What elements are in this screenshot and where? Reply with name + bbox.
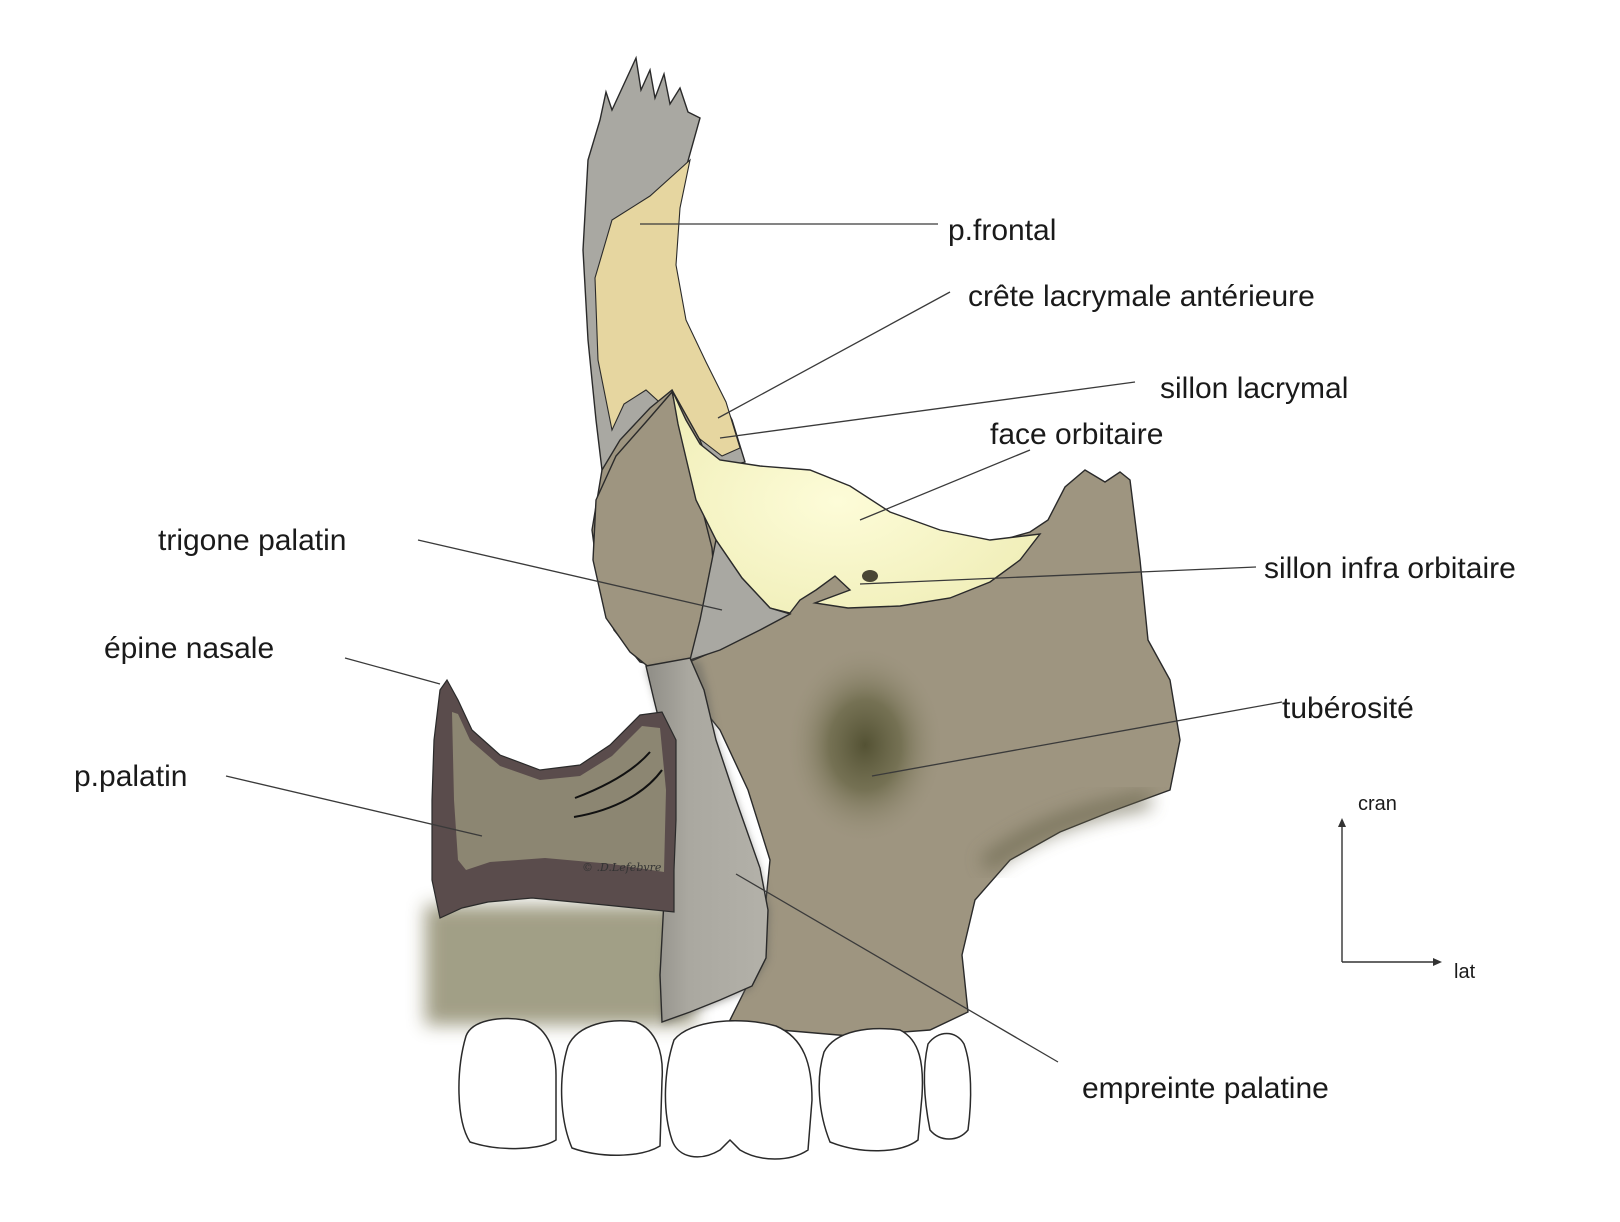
label-trigone-palatin: trigone palatin <box>158 524 346 557</box>
labels: p.frontal crête lacrymale antérieure sil… <box>74 214 1516 1105</box>
alveolar-region <box>425 905 695 1025</box>
leader-face-orbitaire <box>859 449 1031 521</box>
leader-sillon-lacrymal <box>719 381 1136 439</box>
sillon-infra-orbitaire-mark <box>862 570 878 582</box>
orientation-axes: cran lat <box>1338 793 1476 983</box>
leader-tuberosite <box>871 701 1283 777</box>
leader-trigone-palatin <box>417 539 723 611</box>
axis-label-lat: lat <box>1454 961 1476 983</box>
axis-label-cran: cran <box>1358 793 1397 815</box>
frontal-process <box>582 55 746 471</box>
teeth <box>458 1017 972 1160</box>
axis-arrow-right <box>1433 958 1442 966</box>
label-sillon-infra-orbitaire: sillon infra orbitaire <box>1264 552 1516 585</box>
label-crete-lacrymale-anterieure: crête lacrymale antérieure <box>968 280 1315 313</box>
leader-epine-nasale <box>344 657 441 685</box>
tooth-3 <box>664 1019 813 1160</box>
leader-empreinte-palatine <box>735 873 1059 1063</box>
leader-sillon-infra-orbitaire <box>859 566 1257 585</box>
label-p-palatin: p.palatin <box>74 760 187 793</box>
tuberosity-shadow <box>785 645 945 845</box>
label-sillon-lacrymal: sillon lacrymal <box>1160 372 1348 405</box>
label-face-orbitaire: face orbitaire <box>990 418 1163 451</box>
label-epine-nasale: épine nasale <box>104 632 274 665</box>
label-p-frontal: p.frontal <box>948 214 1056 247</box>
axis-arrow-up <box>1338 818 1346 827</box>
tooth-5 <box>923 1032 972 1140</box>
tooth-2 <box>560 1020 664 1156</box>
label-tuberosite: tubérosité <box>1282 692 1414 725</box>
label-empreinte-palatine: empreinte palatine <box>1082 1072 1329 1105</box>
signature: © .D.Lefebvre <box>582 861 662 874</box>
trigone-palatin <box>689 538 792 662</box>
tooth-4 <box>818 1027 924 1152</box>
leader-lines <box>225 223 1283 1063</box>
tooth-1 <box>458 1017 557 1150</box>
palatine-process: © .D.Lefebvre <box>431 678 677 919</box>
leader-crete-lacrymale <box>717 291 951 419</box>
leader-p-palatin <box>225 775 483 837</box>
